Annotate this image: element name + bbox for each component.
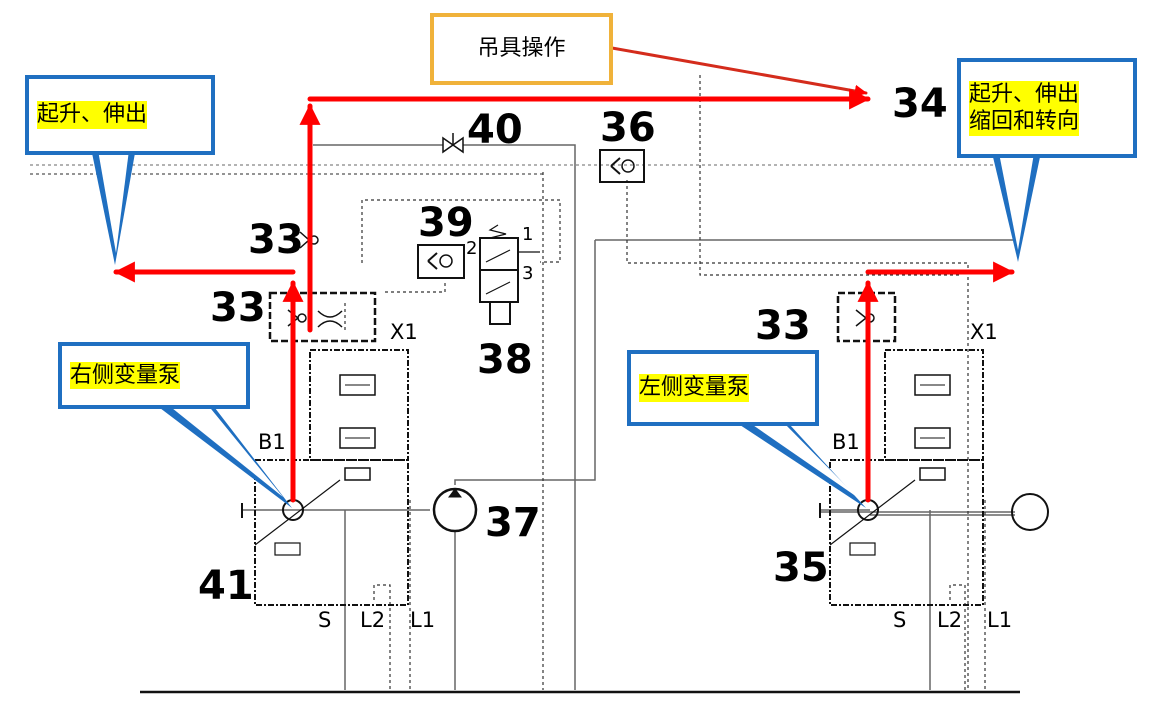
port-s-right: S — [893, 608, 907, 632]
port-l1-left: L1 — [410, 608, 436, 632]
hydraulic-lines — [242, 144, 1020, 690]
solenoid-valve-38 — [479, 224, 540, 325]
port-b1-right: B1 — [832, 430, 860, 454]
callout-tail-left-pump-inner — [747, 421, 857, 497]
component-number-33-left: 33 — [210, 285, 266, 331]
callout-lift-extend-left-text: 起升、伸出 — [37, 101, 148, 129]
callout-spreader-text: 吊具操作 — [477, 36, 566, 62]
callout-left-pump-text: 左侧变量泵 — [639, 374, 750, 402]
callout-lift-extend-left: 起升、伸出 — [25, 75, 215, 155]
port-l2-left: L2 — [360, 608, 386, 632]
pilot-lines — [344, 75, 986, 690]
shuttle-valve-36 — [599, 149, 645, 183]
component-number-36: 36 — [600, 105, 656, 151]
callout-left-pump: 左侧变量泵 — [627, 350, 819, 426]
callout-tail-lift-left-inner — [98, 150, 129, 253]
valve-block-33-left — [268, 291, 377, 343]
callout-tail-lift-right-inner — [999, 153, 1034, 250]
flow-arrows — [113, 46, 1015, 503]
shutoff-valve-40 — [442, 133, 464, 154]
port-l2-right: L2 — [937, 608, 963, 632]
callout-tail-right-pump-inner — [167, 404, 283, 497]
component-number-39: 39 — [418, 200, 474, 246]
valve-port-2: 2 — [466, 238, 478, 259]
port-b1-left: B1 — [258, 430, 286, 454]
component-number-34: 34 — [892, 81, 948, 127]
component-number-38: 38 — [477, 337, 533, 383]
callout-tail-left-pump — [740, 425, 866, 508]
callout-tail-right-pump — [160, 408, 292, 508]
shuttle-valve-39 — [417, 244, 465, 279]
pump-37 — [432, 487, 478, 533]
component-number-35: 35 — [773, 545, 829, 591]
valve-port-1: 1 — [522, 224, 534, 245]
port-l1-right: L1 — [987, 608, 1013, 632]
component-number-33-top: 33 — [248, 217, 304, 263]
component-number-41: 41 — [198, 563, 254, 609]
check-valve-33-right — [855, 309, 875, 327]
callout-lift-extend-right-line1: 起升、伸出 — [969, 80, 1080, 108]
left-pump-assembly — [819, 349, 1049, 606]
callout-right-pump: 右侧变量泵 — [58, 342, 250, 409]
orifice-33-left — [317, 310, 343, 328]
port-x1-right: X1 — [970, 320, 998, 344]
valve-port-3: 3 — [522, 263, 534, 284]
right-pump-assembly — [241, 349, 409, 606]
component-number-37: 37 — [485, 500, 541, 546]
callout-lift-extend-right: 起升、伸出 缩回和转向 — [957, 58, 1137, 158]
port-x1-left: X1 — [390, 320, 418, 344]
component-number-33-right: 33 — [755, 303, 811, 349]
flow-arrow-spreader — [610, 46, 868, 98]
port-s-left: S — [318, 608, 332, 632]
callout-right-pump-text: 右侧变量泵 — [70, 361, 181, 390]
callout-lift-extend-right-line2: 缩回和转向 — [969, 108, 1080, 136]
callout-spreader-operation: 吊具操作 — [430, 13, 613, 85]
component-number-40: 40 — [467, 107, 523, 153]
